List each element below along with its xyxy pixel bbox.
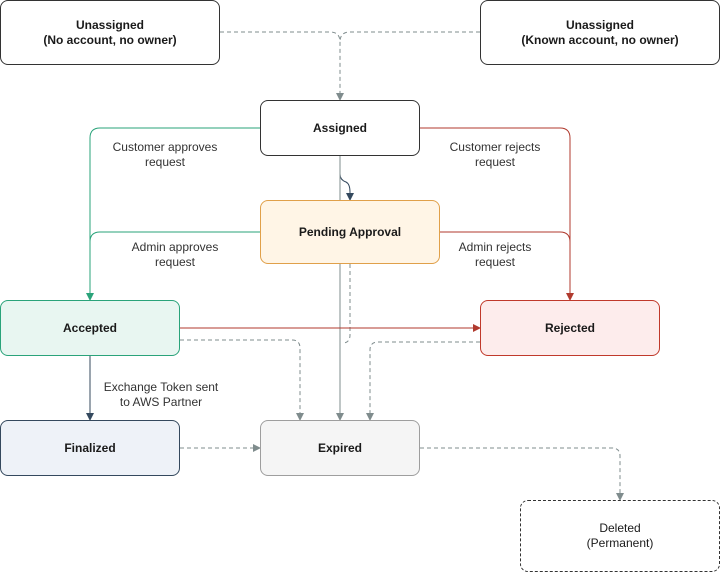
- edge-expired-to-deleted: [420, 447, 624, 501]
- label-customer-rejects-line2: request: [474, 155, 516, 169]
- edge-unassigned-no-account-to-assigned: [220, 31, 344, 101]
- node-unassigned-no-account-subtitle: (No account, no owner): [43, 32, 177, 47]
- node-deleted: Deleted (Permanent): [520, 500, 720, 572]
- node-expired-title: Expired: [317, 440, 362, 455]
- node-pending-approval-title: Pending Approval: [298, 224, 402, 239]
- edge-unassigned-known-account-to-assigned: [339, 31, 480, 43]
- node-assigned-title: Assigned: [312, 120, 367, 135]
- label-exchange-token-line1: Exchange Token sent: [103, 380, 219, 394]
- node-expired: Expired: [260, 420, 420, 476]
- node-unassigned-known-account-title: Unassigned: [565, 17, 634, 32]
- edge-rejected-to-expired: [366, 341, 480, 421]
- edge-admin-rejects: [440, 231, 571, 243]
- label-exchange-token-line2: to AWS Partner: [119, 395, 203, 409]
- node-pending-approval: Pending Approval: [260, 200, 440, 264]
- edge-customer-approves: [86, 127, 260, 301]
- edge-assigned-to-pending: [339, 156, 354, 201]
- node-deleted-title: Deleted: [599, 521, 641, 535]
- node-unassigned-no-account-title: Unassigned: [75, 17, 144, 32]
- edge-customer-rejects: [420, 127, 574, 301]
- node-rejected-title: Rejected: [544, 320, 596, 335]
- node-assigned: Assigned: [260, 100, 420, 156]
- edge-pending-to-expired: [343, 264, 351, 344]
- node-unassigned-known-account-subtitle: (Known account, no owner): [521, 32, 679, 47]
- label-admin-approves-line1: Admin approves: [131, 240, 219, 254]
- label-customer-rejects: Customer rejects request: [430, 140, 560, 170]
- label-admin-approves: Admin approves request: [115, 240, 235, 270]
- label-admin-rejects-line1: Admin rejects: [458, 240, 532, 254]
- edge-admin-approves: [89, 231, 260, 243]
- label-exchange-token: Exchange Token sent to AWS Partner: [98, 380, 224, 410]
- node-accepted-title: Accepted: [62, 320, 118, 335]
- label-admin-rejects: Admin rejects request: [445, 240, 545, 270]
- node-finalized-title: Finalized: [64, 440, 116, 455]
- label-customer-rejects-line1: Customer rejects: [449, 140, 541, 154]
- edge-accepted-to-expired: [180, 339, 304, 421]
- label-admin-approves-line2: request: [154, 255, 196, 269]
- node-unassigned-no-account: Unassigned (No account, no owner): [0, 0, 220, 65]
- label-customer-approves: Customer approves request: [100, 140, 230, 170]
- node-deleted-subtitle: (Permanent): [586, 536, 654, 550]
- node-rejected: Rejected: [480, 300, 660, 356]
- label-admin-rejects-line2: request: [474, 255, 516, 269]
- label-customer-approves-line1: Customer approves: [112, 140, 218, 154]
- label-customer-approves-line2: request: [144, 155, 186, 169]
- node-accepted: Accepted: [0, 300, 180, 356]
- node-finalized: Finalized: [0, 420, 180, 476]
- node-unassigned-known-account: Unassigned (Known account, no owner): [480, 0, 720, 65]
